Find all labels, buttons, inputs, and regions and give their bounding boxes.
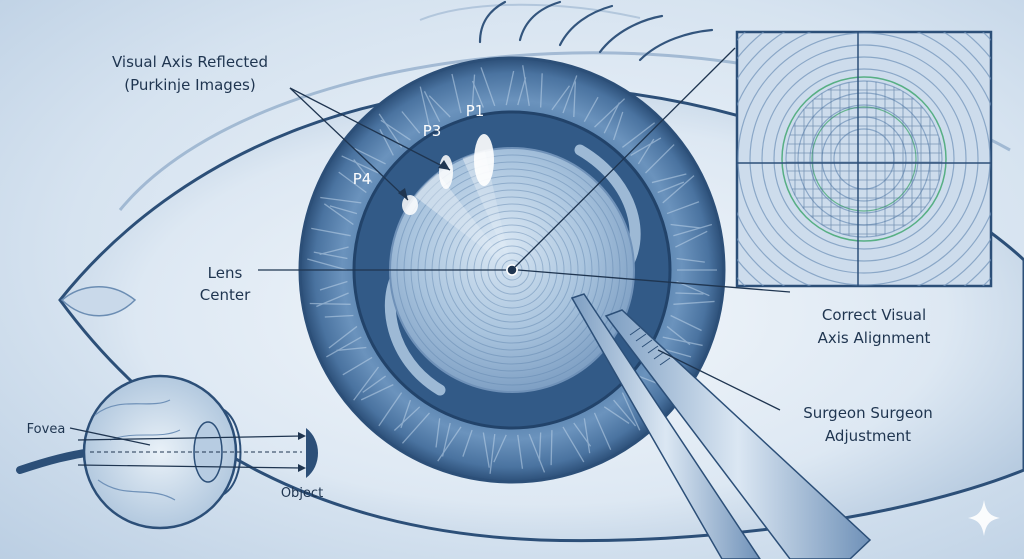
lens-center-label-line1: Lens [208, 264, 243, 282]
lens-rings [396, 154, 628, 386]
object-marker [306, 428, 318, 478]
inner-canthus [60, 286, 137, 317]
eye-cross-section [16, 374, 318, 530]
visual-axis-line [77, 435, 303, 441]
magnified-inset [735, 30, 993, 288]
purkinje-label-line1: Visual Axis Reflected [112, 53, 268, 71]
iris-fibers [307, 65, 717, 474]
fovea-label: Fovea [27, 422, 66, 437]
alignment-green-ring [781, 76, 947, 242]
purkinje-label-line2: (Purkinje Images) [124, 76, 255, 94]
p1-label: P1 [466, 102, 485, 120]
object-label: Object [281, 486, 323, 501]
purkinje-p1-reflex [474, 134, 494, 186]
surgical-forceps [570, 293, 872, 559]
purkinje-p4-reflex [402, 195, 418, 215]
surgeon-label-line2: Adjustment [825, 427, 911, 445]
lens-center-label-line2: Center [200, 286, 251, 304]
brow-line [419, 3, 641, 21]
p4-label: P4 [353, 170, 372, 188]
alignment-label-line2: Axis Alignment [818, 329, 931, 347]
alignment-label-line1: Correct Visual [822, 306, 926, 324]
p3-label: P3 [423, 122, 442, 140]
surgeon-label-line1: Surgeon Surgeon [803, 404, 933, 422]
leader-lines [69, 47, 791, 446]
sparkle-icon [968, 500, 1000, 536]
eyelashes [478, 0, 714, 62]
purkinje-p3-reflex [439, 155, 453, 189]
